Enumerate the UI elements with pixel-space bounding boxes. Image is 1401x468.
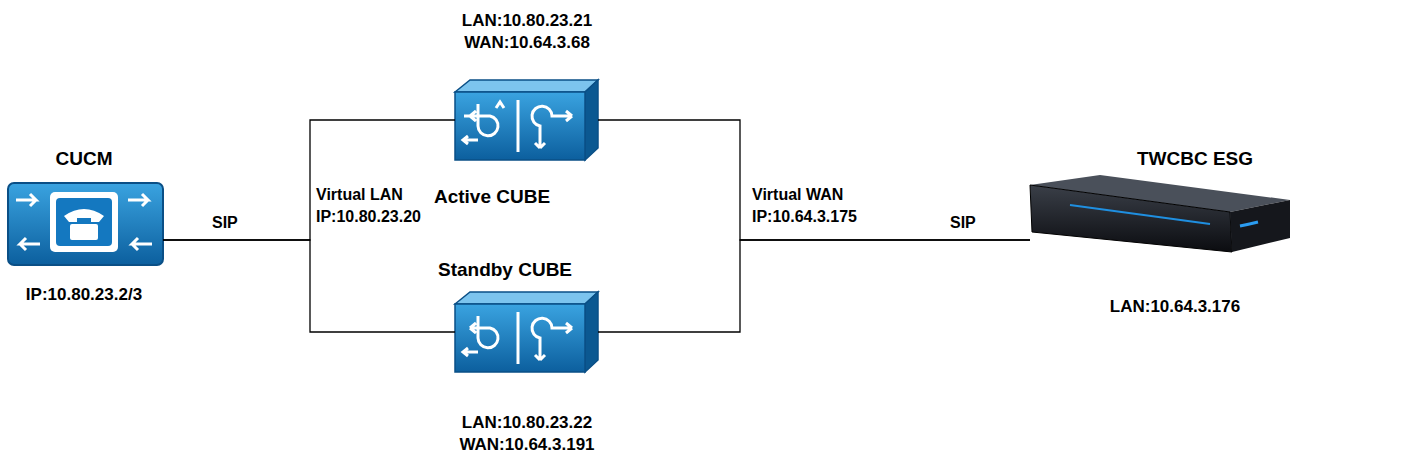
ip-address: LAN:10.80.23.21 WAN:10.64.3.68 bbox=[447, 10, 607, 54]
virtual-ip-label: Virtual WAN IP:10.64.3.175 bbox=[752, 184, 886, 228]
sip-link bbox=[163, 240, 455, 332]
virtual-ip-label: Virtual LAN IP:10.80.23.20 bbox=[316, 184, 450, 228]
node-heading: Active CUBE bbox=[427, 186, 557, 208]
cucm-icon bbox=[8, 183, 163, 265]
device-node: Standby CUBELAN:10.80.23.22 WAN:10.64.3.… bbox=[455, 292, 598, 372]
protocol-label: SIP bbox=[212, 212, 262, 234]
sip-link bbox=[598, 240, 1030, 332]
ip-address: LAN:10.80.23.22 WAN:10.64.3.191 bbox=[447, 412, 607, 456]
protocol-label: SIP bbox=[950, 212, 1000, 234]
ip-address: IP:10.80.23.2/3 bbox=[0, 284, 169, 306]
esg-device-icon bbox=[1030, 175, 1290, 252]
device-node: TWCBC ESGLAN:10.64.3.176 bbox=[1030, 185, 1290, 252]
node-heading: CUCM bbox=[24, 148, 144, 170]
sip-link bbox=[163, 120, 455, 240]
node-heading: Standby CUBE bbox=[430, 259, 580, 281]
cube-router-icon bbox=[455, 292, 598, 372]
device-node: LAN:10.80.23.21 WAN:10.64.3.68Active CUB… bbox=[455, 80, 598, 160]
cube-router-icon bbox=[455, 80, 598, 160]
device-node: CUCMIP:10.80.23.2/3 bbox=[8, 183, 163, 265]
ip-address: LAN:10.64.3.176 bbox=[1090, 296, 1260, 318]
node-heading: TWCBC ESG bbox=[1120, 148, 1270, 170]
sip-link bbox=[598, 120, 1030, 240]
